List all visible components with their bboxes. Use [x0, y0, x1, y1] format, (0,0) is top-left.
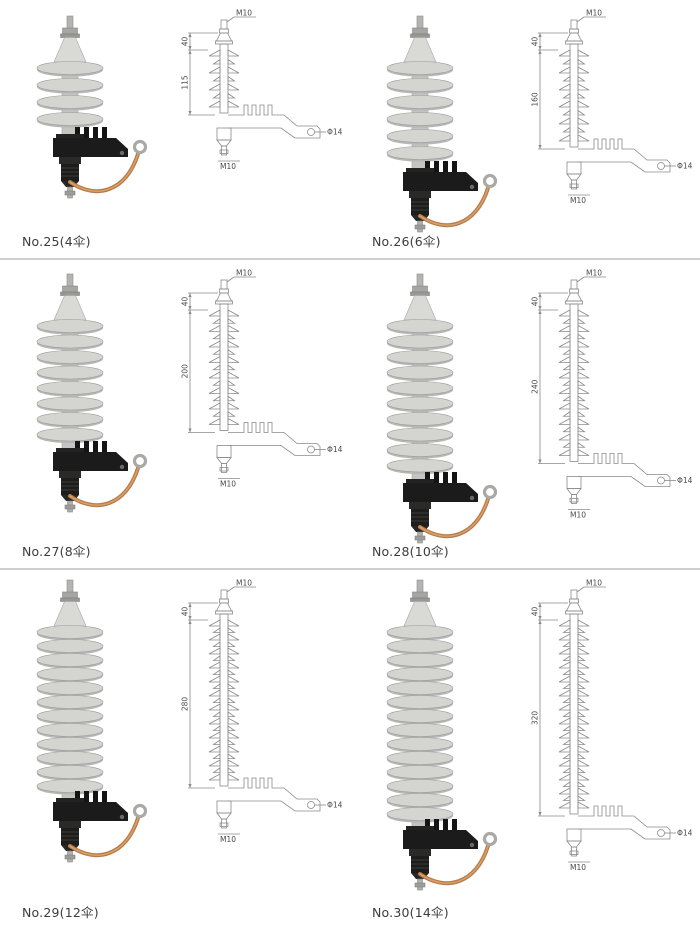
arrester-photo	[36, 579, 148, 863]
svg-text:M10: M10	[586, 579, 602, 588]
svg-text:M10: M10	[220, 480, 236, 489]
arrester-photo	[36, 15, 148, 199]
svg-text:M10: M10	[570, 863, 586, 872]
arrester-photo	[386, 273, 498, 544]
svg-text:M10: M10	[570, 511, 586, 520]
svg-text:40: 40	[181, 607, 190, 617]
arrester-photo	[386, 15, 498, 233]
svg-text:Φ14: Φ14	[327, 801, 343, 810]
svg-text:M10: M10	[236, 579, 252, 588]
svg-text:M10: M10	[236, 9, 252, 18]
product-label: No.29(12伞)	[22, 905, 99, 920]
arrester-photo	[36, 273, 148, 513]
svg-text:240: 240	[531, 379, 540, 394]
svg-text:M10: M10	[586, 9, 602, 18]
svg-text:160: 160	[531, 92, 540, 107]
svg-text:M10: M10	[570, 196, 586, 205]
svg-text:Φ14: Φ14	[677, 162, 693, 171]
svg-text:M10: M10	[220, 162, 236, 171]
svg-text:Φ14: Φ14	[327, 128, 343, 137]
svg-text:40: 40	[531, 607, 540, 617]
svg-text:Φ14: Φ14	[677, 829, 693, 838]
product-label: No.28(10伞)	[372, 544, 449, 559]
svg-text:40: 40	[531, 37, 540, 47]
arrester-photo	[386, 579, 498, 891]
svg-text:M10: M10	[236, 269, 252, 278]
svg-text:Φ14: Φ14	[677, 476, 693, 485]
svg-text:40: 40	[531, 297, 540, 307]
product-label: No.26(6伞)	[372, 234, 441, 249]
svg-text:280: 280	[181, 697, 190, 712]
svg-text:Φ14: Φ14	[327, 445, 343, 454]
product-label: No.25(4伞)	[22, 234, 91, 249]
svg-text:M10: M10	[220, 835, 236, 844]
svg-text:40: 40	[181, 297, 190, 307]
svg-text:320: 320	[531, 711, 540, 726]
svg-text:115: 115	[181, 75, 190, 90]
svg-text:200: 200	[181, 364, 190, 379]
svg-text:M10: M10	[586, 269, 602, 278]
svg-text:40: 40	[181, 37, 190, 47]
product-label: No.30(14伞)	[372, 905, 449, 920]
product-label: No.27(8伞)	[22, 544, 91, 559]
